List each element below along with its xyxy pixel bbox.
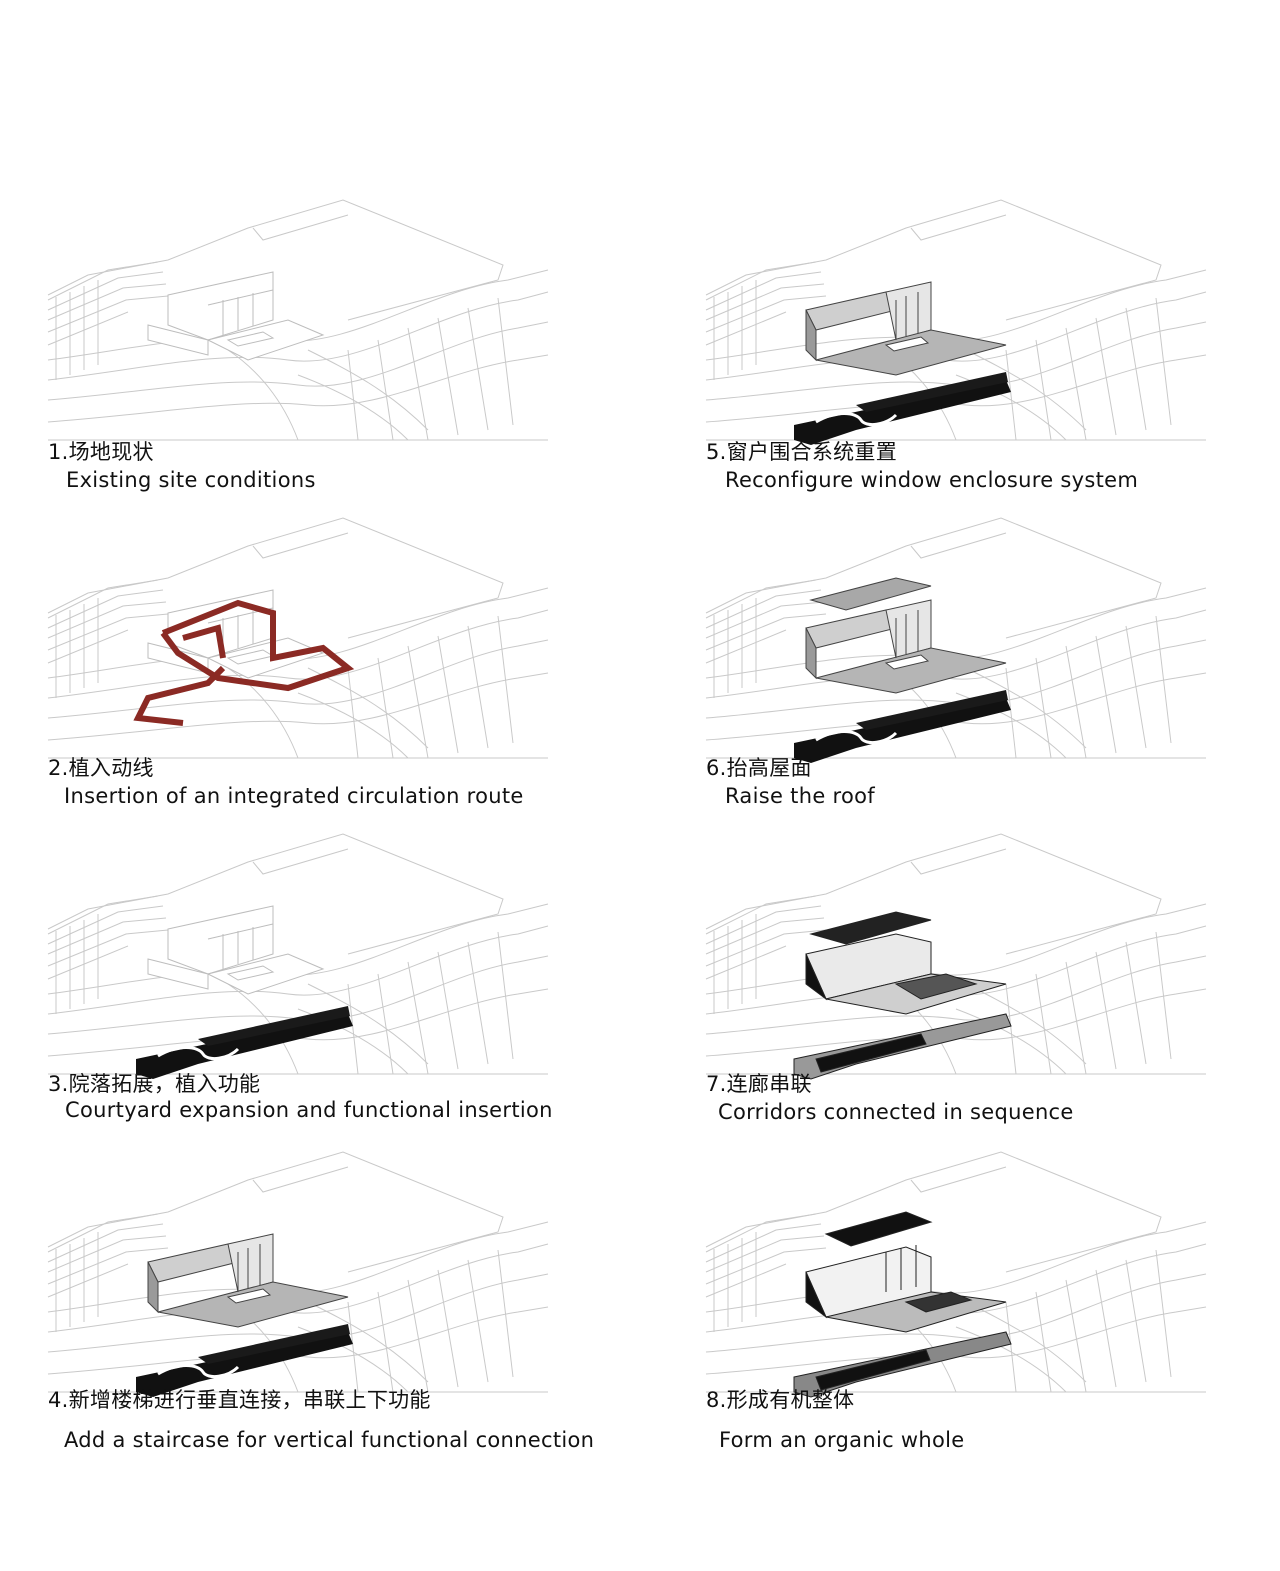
step-5-title-zh: 5.窗户围合系统重置: [706, 440, 898, 464]
step-5-title-en: Reconfigure window enclosure system: [725, 468, 1139, 492]
diagram-corridors: [705, 833, 1207, 1080]
diagram-raise-roof: [705, 517, 1207, 765]
step-4-title-zh: 4.新增楼梯进行垂直连接，串联上下功能: [48, 1388, 431, 1412]
diagram-organic-whole: [705, 1151, 1207, 1398]
step-7-title-en: Corridors connected in sequence: [718, 1100, 1074, 1124]
diagram-circulation-route: [47, 517, 549, 759]
step-4-title-en: Add a staircase for vertical functional …: [64, 1428, 595, 1452]
step-7-title-zh: 7.连廊串联: [706, 1072, 812, 1096]
diagram-staircase: [47, 1151, 549, 1399]
raised-roof: [809, 577, 932, 611]
circulation-route: [133, 599, 355, 726]
step-2-title-en: Insertion of an integrated circulation r…: [64, 784, 524, 808]
diagram-existing-site: [47, 199, 549, 441]
diagram-window-enclosure: [705, 199, 1207, 447]
step-6-title-en: Raise the roof: [725, 784, 875, 808]
step-3-title-en: Courtyard expansion and functional inser…: [65, 1098, 553, 1122]
diagram-courtyard-expansion: [47, 833, 549, 1081]
step-6-title-zh: 6.抬高屋面: [706, 756, 812, 780]
step-2-title-zh: 2.植入动线: [48, 756, 154, 780]
step-1-title-en: Existing site conditions: [66, 468, 316, 492]
step-3-title-zh: 3.院落拓展，植入功能: [48, 1072, 261, 1096]
step-8-title-en: Form an organic whole: [719, 1428, 965, 1452]
step-1-title-zh: 1.场地现状: [48, 440, 154, 464]
step-8-title-zh: 8.形成有机整体: [706, 1388, 855, 1412]
